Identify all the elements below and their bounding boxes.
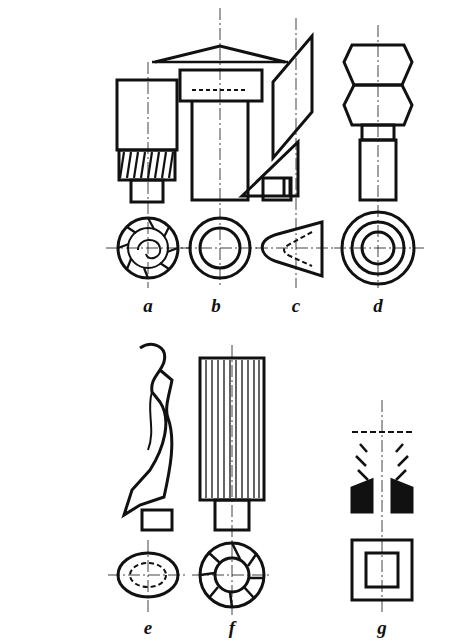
figure-label: e bbox=[144, 618, 152, 637]
figure-label: d bbox=[373, 296, 383, 315]
figure-label: a bbox=[143, 296, 153, 315]
figure-label: g bbox=[377, 618, 387, 637]
figure-label: c bbox=[292, 296, 300, 315]
figure-label: f bbox=[229, 618, 235, 637]
figure-label: b bbox=[211, 296, 221, 315]
